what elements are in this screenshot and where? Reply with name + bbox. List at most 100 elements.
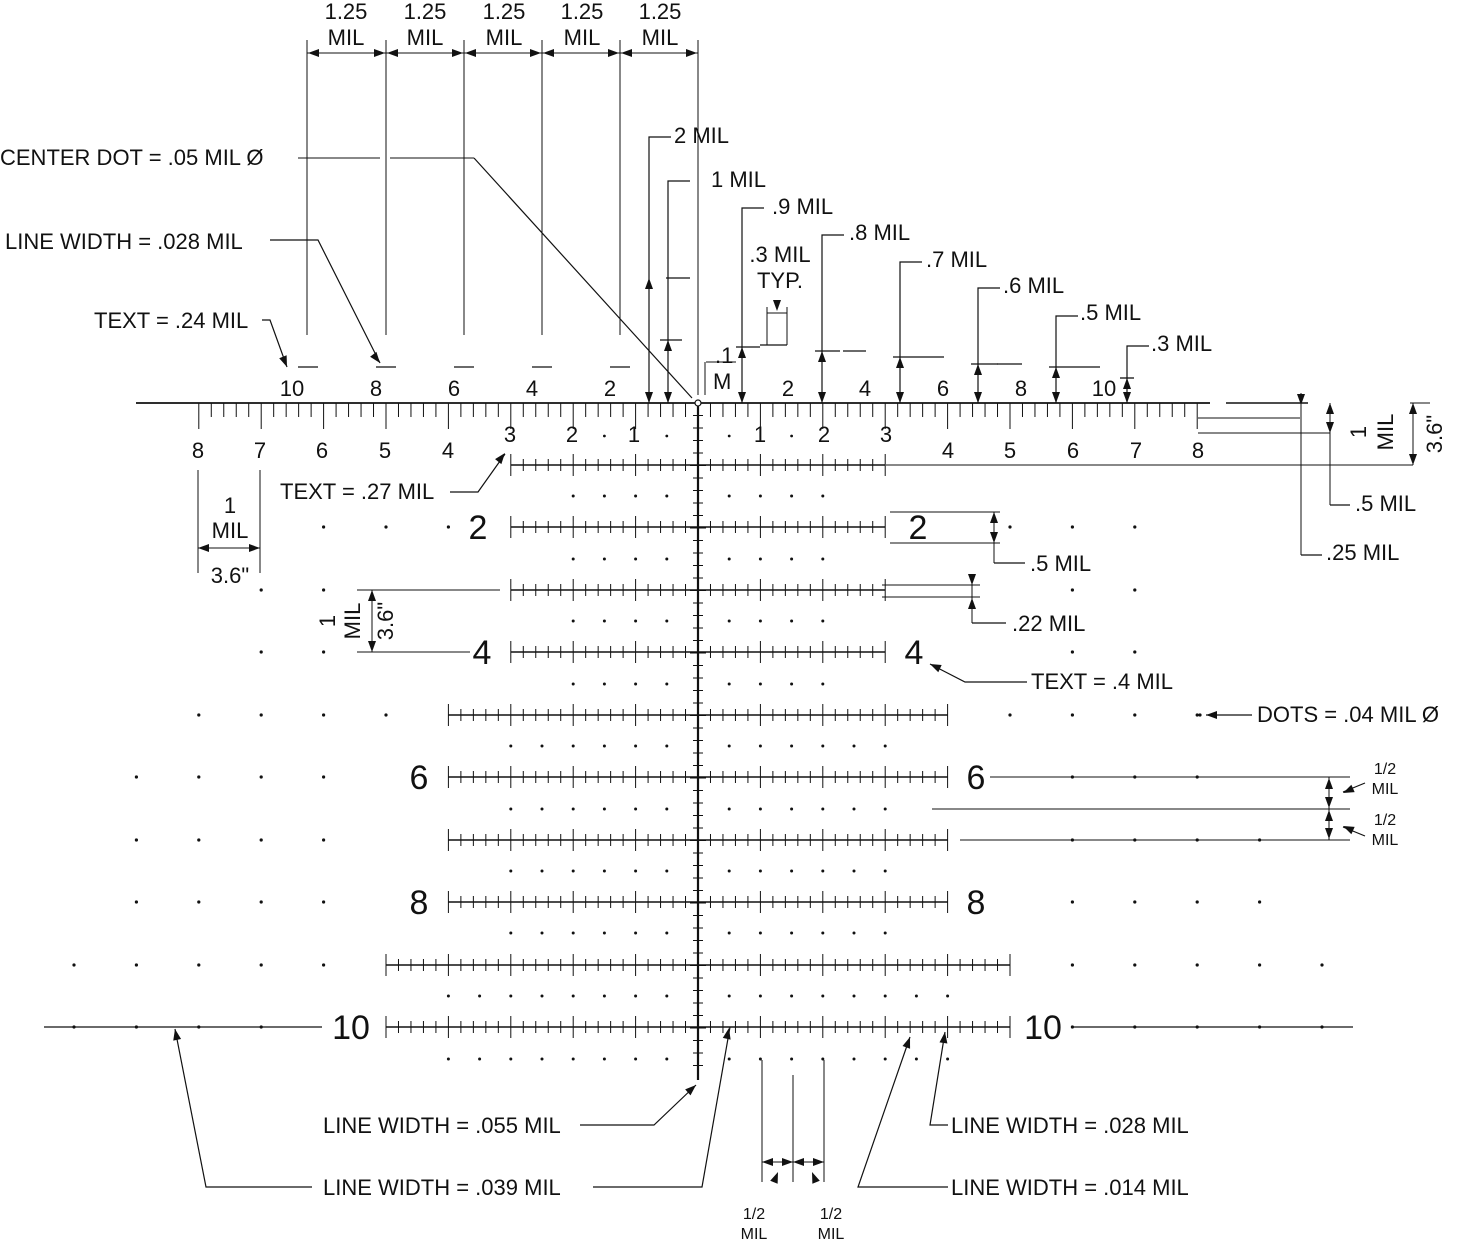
- hold-label: 1 MIL: [711, 167, 766, 192]
- text-size-leader: [262, 319, 288, 368]
- reticle-dot: [758, 494, 762, 498]
- reticle-dot: [571, 682, 575, 686]
- text-size-small-callout: TEXT = .24 MIL: [94, 308, 248, 333]
- reticle-dot: [602, 807, 606, 811]
- spacing-value: 1.25: [325, 0, 368, 24]
- reticle-dot: [758, 682, 762, 686]
- outer-dot: [1258, 900, 1262, 904]
- outer-dot: [1070, 525, 1074, 529]
- spacing-unit: MIL: [642, 25, 679, 50]
- reticle-dot: [790, 619, 794, 623]
- reticle-dot: [571, 931, 575, 935]
- reticle-dot: [727, 557, 731, 561]
- arrowhead: [968, 574, 976, 585]
- outer-dot: [197, 838, 201, 842]
- dimension-arrowhead: [621, 49, 632, 57]
- reticle-dot: [602, 682, 606, 686]
- dim-one: 1: [315, 615, 340, 627]
- scale-dot: [665, 434, 669, 438]
- outer-dot: [197, 900, 201, 904]
- h-scale-number: 3: [504, 422, 516, 447]
- reticle-dot: [634, 619, 638, 623]
- reticle-dot: [634, 744, 638, 748]
- outer-dot: [1258, 963, 1262, 967]
- hold-arrowhead: [664, 340, 672, 351]
- spacing-value: 1.25: [561, 0, 604, 24]
- line-width-center-callout: LINE WIDTH = .055 MIL: [323, 1113, 561, 1138]
- dim-inches: 3.6": [1422, 415, 1447, 453]
- hold-label: .7 MIL: [926, 247, 987, 272]
- hold-arrowhead: [974, 364, 982, 375]
- reticle-dot: [571, 557, 575, 561]
- reticle-dot: [821, 557, 825, 561]
- outer-dot: [1195, 713, 1199, 717]
- reticle-dot: [602, 994, 606, 998]
- reticle-dot: [540, 744, 544, 748]
- reticle-dot: [665, 869, 669, 873]
- h-scale-number: 7: [254, 438, 266, 463]
- reticle-dot: [634, 494, 638, 498]
- reticle-dot: [758, 869, 762, 873]
- reticle-dot: [540, 807, 544, 811]
- dimension-arrowhead: [308, 49, 319, 57]
- top-scale-number: 4: [526, 376, 538, 401]
- reticle-dot: [509, 931, 513, 935]
- h-scale-number: 5: [379, 438, 391, 463]
- reticle-dot: [852, 994, 856, 998]
- tenth-mil-unit: M: [713, 369, 731, 394]
- row-gap-half-mil: .5 MIL: [1030, 551, 1091, 576]
- arrowhead: [990, 532, 998, 543]
- scale-dot: [790, 434, 793, 438]
- dim-one: 1: [1346, 426, 1371, 438]
- reticle-dot: [821, 494, 825, 498]
- dimension-arrowhead: [452, 49, 463, 57]
- reticle-dot: [602, 557, 606, 561]
- reticle-dot: [727, 807, 731, 811]
- dim-quarter-mil: .25 MIL: [1326, 540, 1399, 565]
- dimension-arrowhead: [465, 49, 476, 57]
- h-scale-number: 2: [566, 422, 578, 447]
- outer-dot: [322, 838, 326, 842]
- reticle-dot: [665, 1057, 669, 1061]
- reticle-dot: [571, 994, 575, 998]
- line-width-leader: [857, 1036, 948, 1188]
- reticle-dot: [727, 994, 731, 998]
- reticle-dot: [602, 494, 606, 498]
- dimension-arrowhead: [374, 49, 385, 57]
- reticle-dot: [478, 994, 482, 998]
- left-dimension-labels: 1 MIL 3.6" 1 MIL 3.6": [211, 493, 398, 640]
- reticle-dot: [883, 807, 887, 811]
- typical-spacing-note: TYP.: [757, 268, 803, 293]
- center-dot-callout: CENTER DOT = .05 MIL Ø: [0, 145, 263, 170]
- h-scale-number: 1: [628, 422, 640, 447]
- arrowhead: [1206, 711, 1217, 719]
- spacing-value: 1.25: [639, 0, 682, 24]
- right-dimension-labels: 1 MIL 3.6" .5 MIL .25 MIL .5 MIL .22 MIL: [1012, 414, 1447, 636]
- reticle-geometry: [44, 40, 1430, 1188]
- hold-arrowhead: [896, 357, 904, 368]
- reticle-dot: [602, 744, 606, 748]
- reticle-dot: [665, 619, 669, 623]
- hold-arrowhead: [645, 392, 653, 403]
- outer-dot: [1070, 588, 1074, 592]
- reticle-dot: [571, 1057, 575, 1061]
- scale-dot: [727, 434, 731, 438]
- half-mil-unit: MIL: [741, 1226, 768, 1241]
- reticle-dot: [821, 994, 825, 998]
- half-mil-value: 1/2: [743, 1206, 765, 1223]
- hold-leader: [667, 180, 690, 403]
- hold-arrowhead: [738, 392, 746, 403]
- half-mil-labels: 1/2 MIL 1/2 MIL 1/2 MIL 1/2 MIL: [741, 761, 1399, 1241]
- reticle-dot: [727, 494, 731, 498]
- dim-mil: MIL: [340, 603, 365, 640]
- outer-dot: [1070, 900, 1074, 904]
- reticle-dot: [790, 994, 794, 998]
- tenth-mil-value: .1: [715, 343, 733, 368]
- reticle-dot: [852, 1057, 856, 1061]
- hold-arrowhead: [1052, 367, 1060, 378]
- arrowhead: [770, 1172, 778, 1184]
- top-scale-number: 6: [937, 376, 949, 401]
- hold-label: .8 MIL: [849, 220, 910, 245]
- outer-dot: [1133, 525, 1137, 529]
- dim-inches: 3.6": [373, 602, 398, 640]
